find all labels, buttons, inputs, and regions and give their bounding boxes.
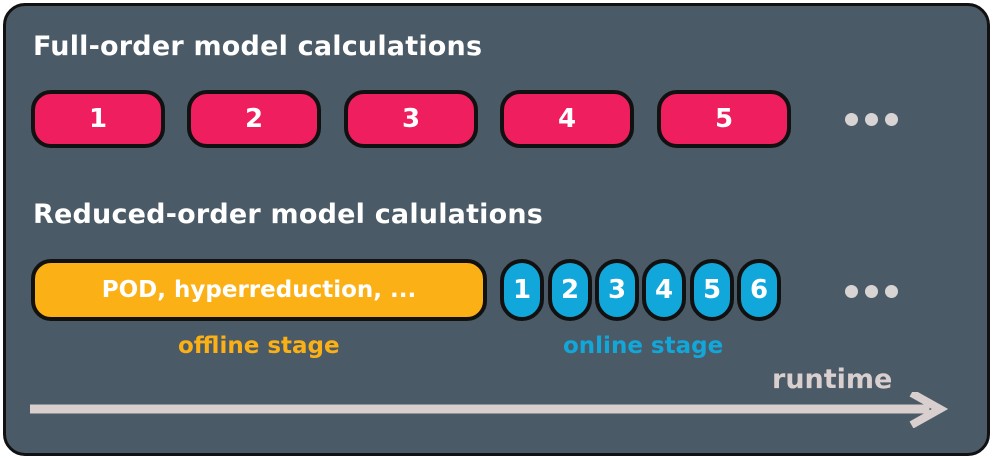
full-order-ellipsis-icon xyxy=(845,113,898,126)
online-step-6: 6 xyxy=(737,259,781,321)
dot xyxy=(845,285,858,298)
offline-stage-box: POD, hyperreduction, ... xyxy=(31,259,487,321)
dot xyxy=(865,113,878,126)
dot xyxy=(845,113,858,126)
runtime-arrow-icon xyxy=(30,392,949,428)
dot xyxy=(885,285,898,298)
full-order-box-5: 5 xyxy=(657,90,791,148)
full-order-box-4: 4 xyxy=(500,90,634,148)
dot xyxy=(885,113,898,126)
full-order-box-3: 3 xyxy=(344,90,478,148)
online-step-1: 1 xyxy=(500,259,544,321)
full-order-heading: Full-order model calculations xyxy=(33,31,483,62)
diagram-panel xyxy=(3,3,990,456)
full-order-box-2: 2 xyxy=(187,90,321,148)
online-step-4: 4 xyxy=(642,259,686,321)
full-order-box-1: 1 xyxy=(31,90,165,148)
runtime-label: runtime xyxy=(772,364,893,395)
reduced-order-heading: Reduced-order model calulations xyxy=(33,199,544,230)
online-step-5: 5 xyxy=(690,259,734,321)
online-stage-label: online stage xyxy=(563,333,724,359)
offline-stage-label: offline stage xyxy=(178,333,340,359)
online-step-3: 3 xyxy=(595,259,639,321)
online-step-2: 2 xyxy=(548,259,592,321)
dot xyxy=(865,285,878,298)
reduced-order-ellipsis-icon xyxy=(845,285,898,298)
